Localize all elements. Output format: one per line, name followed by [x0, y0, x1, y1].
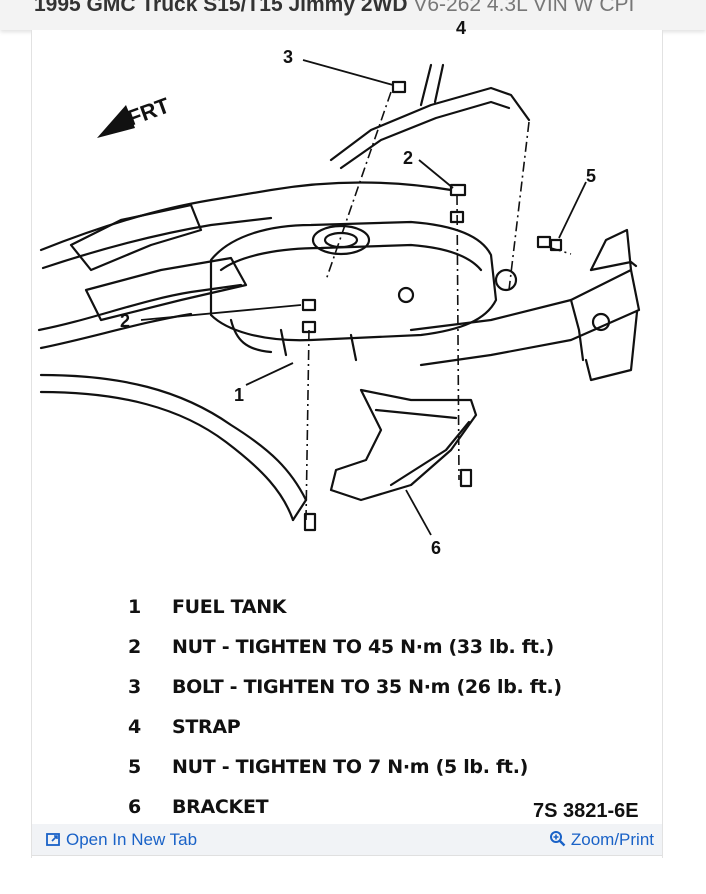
- legend-number: 5: [128, 756, 142, 778]
- legend-text: FUEL TANK: [172, 596, 287, 618]
- callout-4: 4: [456, 18, 466, 38]
- zoom-print-label: Zoom/Print: [570, 830, 654, 849]
- legend-number: 6: [128, 796, 142, 818]
- engine-subtitle: V6-262 4.3L VIN W CPI: [413, 0, 635, 16]
- front-arrow-icon: [97, 105, 135, 138]
- fuel-tank-diagram: FRT 1 2 2 3 4 5 6: [37, 18, 641, 558]
- zoom-in-icon: [549, 831, 566, 847]
- legend-text: BOLT - TIGHTEN TO 35 N·m (26 lb. ft.): [172, 676, 562, 698]
- legend-number: 2: [128, 636, 142, 658]
- frame-rail: [39, 181, 453, 252]
- legend-text: NUT - TIGHTEN TO 45 N·m (33 lb. ft.): [172, 636, 554, 658]
- bracket: [329, 388, 478, 502]
- legend-number: 3: [128, 676, 142, 698]
- callout-1: 1: [234, 385, 244, 405]
- callout-2-lower: 2: [120, 311, 130, 331]
- callout-5: 5: [586, 166, 596, 186]
- callout-3: 3: [283, 47, 293, 67]
- zoom-print-link[interactable]: Zoom/Print: [549, 830, 654, 850]
- diagram-card: [31, 30, 663, 858]
- legend-number: 1: [128, 596, 142, 618]
- callout-6: 6: [431, 538, 441, 558]
- figure-code: 7S 3821-6E: [533, 800, 639, 822]
- fuel-tank: [209, 220, 498, 342]
- page-header: 1995 GMC Truck S15/T15 Jimmy 2WD V6-262 …: [0, 0, 706, 30]
- open-in-new-tab-label: Open In New Tab: [66, 830, 198, 849]
- legend-text: BRACKET: [172, 796, 269, 818]
- page-title: 1995 GMC Truck S15/T15 Jimmy 2WD V6-262 …: [34, 0, 634, 18]
- callout-2-upper: 2: [403, 148, 413, 168]
- legend-text: STRAP: [172, 716, 241, 738]
- legend-number: 4: [128, 716, 142, 738]
- legend-text: NUT - TIGHTEN TO 7 N·m (5 lb. ft.): [172, 756, 528, 778]
- vehicle-title: 1995 GMC Truck S15/T15 Jimmy 2WD: [34, 0, 408, 16]
- direction-label: FRT: [124, 92, 173, 130]
- strap: [329, 86, 531, 162]
- side-rail: [39, 373, 308, 502]
- open-new-tab-icon: [46, 833, 60, 846]
- diagram-footer: Open In New Tab Zoom/Print: [32, 824, 662, 856]
- open-in-new-tab-link[interactable]: Open In New Tab: [46, 830, 197, 850]
